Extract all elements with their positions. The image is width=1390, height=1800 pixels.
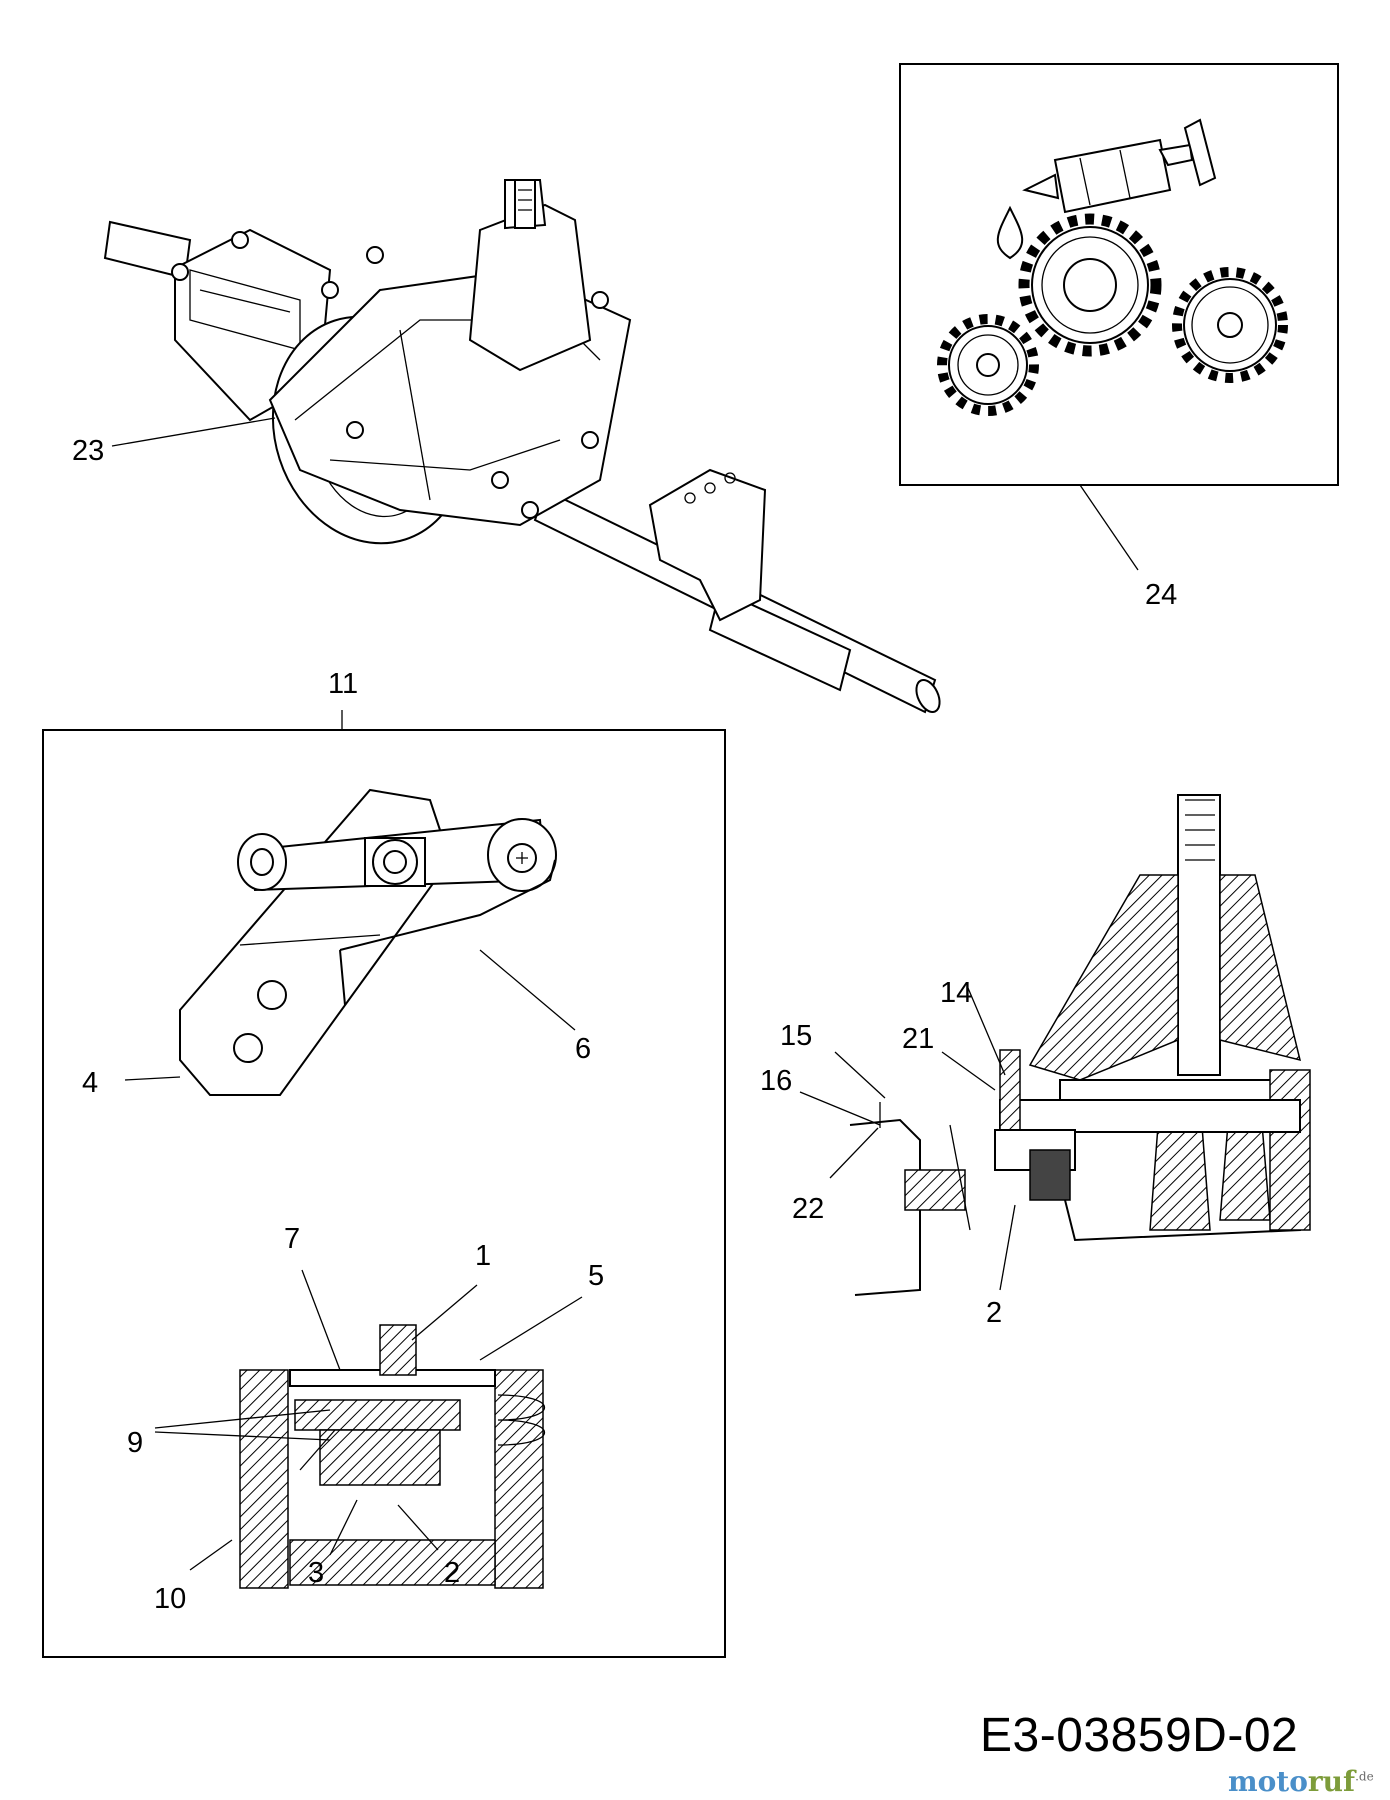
callout-21: 21 [902,1023,934,1055]
transaxle-assembly [103,179,941,714]
transmission-section-drawing [799,794,1311,1296]
callout-3: 3 [308,1557,324,1589]
callout-11: 11 [328,668,358,700]
brand-part-1: moto [1228,1765,1308,1798]
drawing-code: E3-03859D-02 [980,1709,1299,1762]
callout-7: 7 [284,1223,300,1255]
brake-lever-drawing [179,788,557,1096]
brand-part-2: ruf [1307,1765,1356,1798]
callout-23: 23 [72,435,104,467]
callout-2-brake: 2 [444,1557,460,1589]
oil-drop-icon [996,205,1024,260]
callout-22: 22 [792,1193,824,1225]
callout-14: 14 [940,977,972,1009]
brand-logo[interactable]: motoruf.de [1228,1765,1374,1798]
callout-5: 5 [588,1260,604,1292]
callout-9: 9 [127,1427,143,1459]
lubricant-box [899,63,1339,571]
gear-icon [937,314,1039,416]
syringe-icon [1022,118,1217,214]
callout-6: 6 [575,1033,591,1065]
gear-icon [1018,213,1162,357]
callout-1: 1 [475,1240,491,1272]
brake-section-drawing [239,1324,545,1589]
callout-16: 16 [760,1065,792,1097]
callout-2-transmission: 2 [986,1297,1002,1329]
brand-suffix: .de [1355,1769,1374,1784]
callout-10: 10 [154,1583,186,1615]
callout-15: 15 [780,1020,812,1052]
gear-icon [1172,267,1288,383]
brake-assembly-box [42,710,726,1658]
callout-24: 24 [1145,579,1177,611]
callout-4: 4 [82,1067,98,1099]
